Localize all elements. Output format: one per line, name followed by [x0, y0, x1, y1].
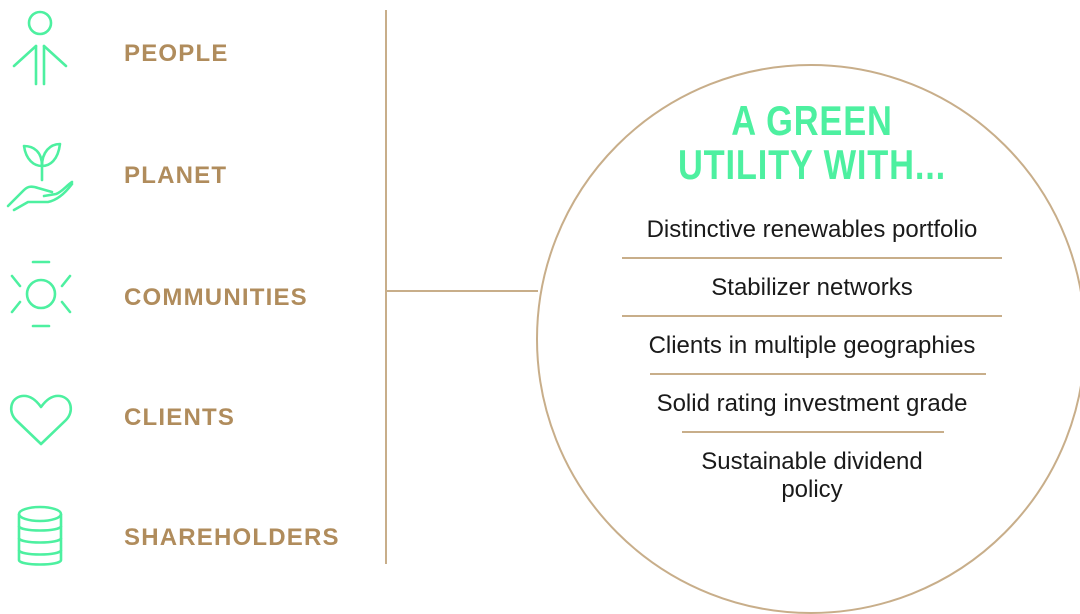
stakeholder-planet: PLANET	[0, 136, 380, 216]
stakeholder-label-planet: PLANET	[124, 162, 228, 189]
heading-line-2: UTILITY WITH...	[677, 141, 947, 188]
stakeholder-label-people: PEOPLE	[124, 40, 229, 67]
separator	[650, 373, 986, 375]
separator	[622, 315, 1002, 317]
stakeholder-label-communities: COMMUNITIES	[124, 284, 308, 311]
stakeholder-communities: COMMUNITIES	[0, 256, 380, 336]
feature-item: Sustainable dividend	[701, 448, 923, 475]
stakeholder-label-shareholders: SHAREHOLDERS	[124, 524, 340, 551]
stakeholder-clients: CLIENTS	[0, 382, 380, 462]
separator	[682, 431, 944, 433]
feature-item: Stabilizer networks	[711, 274, 913, 301]
stakeholder-shareholders: SHAREHOLDERS	[0, 500, 380, 580]
feature-item: Distinctive renewables portfolio	[646, 216, 978, 243]
connector-horizontal-line	[386, 290, 538, 292]
stakeholder-label-clients: CLIENTS	[124, 404, 236, 431]
separator	[622, 257, 1002, 259]
feature-item: Solid rating investment grade	[656, 390, 968, 417]
heart-icon	[0, 382, 84, 462]
coin-stack-icon	[0, 500, 84, 580]
person-icon	[0, 10, 84, 90]
community-circle-icon	[0, 256, 84, 336]
connector-vertical-line	[385, 10, 387, 564]
feature-item: policy	[781, 476, 843, 503]
plant-in-hand-icon	[0, 136, 84, 216]
feature-item: Clients in multiple geographies	[648, 332, 976, 359]
heading-line-1: A GREEN	[731, 97, 893, 144]
stakeholder-people: PEOPLE	[0, 10, 380, 90]
